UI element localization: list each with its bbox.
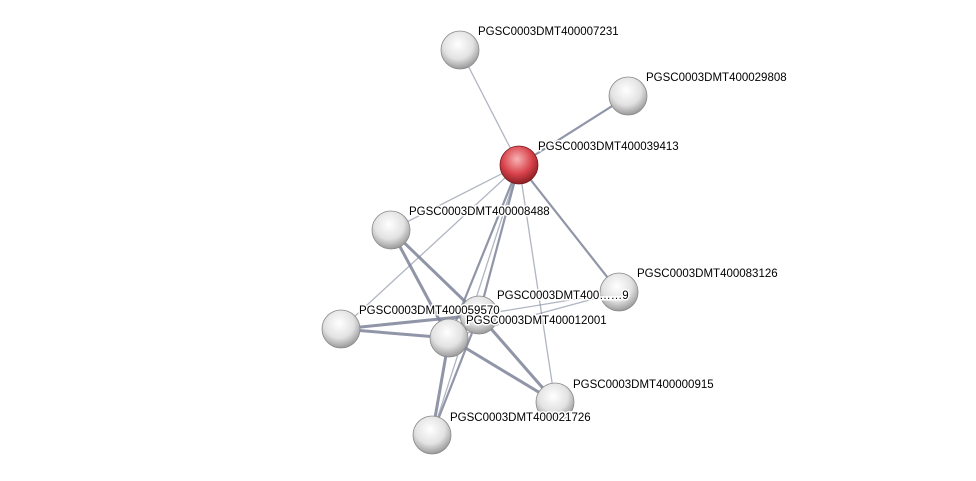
protein-node[interactable] xyxy=(321,309,361,349)
edge-n39413-n915[interactable] xyxy=(518,164,556,403)
edge-n8488-nX9[interactable] xyxy=(389,228,481,317)
query-protein-node[interactable] xyxy=(499,145,539,185)
edge-n39413-n59570[interactable] xyxy=(340,164,520,330)
node-label: PGSC0003DMT400029808 xyxy=(646,72,787,84)
node-label: PGSC0003DMT400039413 xyxy=(538,141,679,153)
protein-node[interactable] xyxy=(599,272,639,312)
node-label: PGSC0003DMT400012001 xyxy=(466,315,607,327)
edge-n83126-nX9[interactable] xyxy=(478,291,620,316)
nodes-layer xyxy=(321,30,648,455)
node-label: PGSC0003DMT400000915 xyxy=(573,379,714,391)
edge-n39413-n8488[interactable] xyxy=(390,164,520,231)
protein-node[interactable] xyxy=(412,415,452,455)
edge-n39413-n29808[interactable] xyxy=(518,95,629,166)
edge-n39413-nX9[interactable] xyxy=(477,164,521,316)
protein-node[interactable] xyxy=(608,76,648,116)
protein-node[interactable] xyxy=(459,295,499,335)
node-label: PGSC0003DMT400083126 xyxy=(637,268,778,280)
edge-n59570-nX9[interactable] xyxy=(340,313,480,331)
protein-node[interactable] xyxy=(440,30,480,70)
edge-n39413-n7231[interactable] xyxy=(459,49,520,166)
edge-nX9-n21726[interactable] xyxy=(430,314,481,436)
edge-n12001-n915[interactable] xyxy=(448,336,556,404)
protein-node[interactable] xyxy=(429,318,469,358)
node-label: PGSC0003DMT400059570 xyxy=(359,305,500,317)
node-label: PGSC0003DMT400008488 xyxy=(409,206,550,218)
protein-node[interactable] xyxy=(535,382,575,422)
node-label: PGSC0003DMT400……9 xyxy=(497,290,629,302)
node-label: PGSC0003DMT400021726 xyxy=(450,412,591,424)
protein-node[interactable] xyxy=(371,210,411,250)
node-label: PGSC0003DMT400007231 xyxy=(478,26,619,38)
labels-layer: PGSC0003DMT400007231PGSC0003DMT400029808… xyxy=(358,25,789,426)
edge-n39413-n83126[interactable] xyxy=(518,164,620,293)
